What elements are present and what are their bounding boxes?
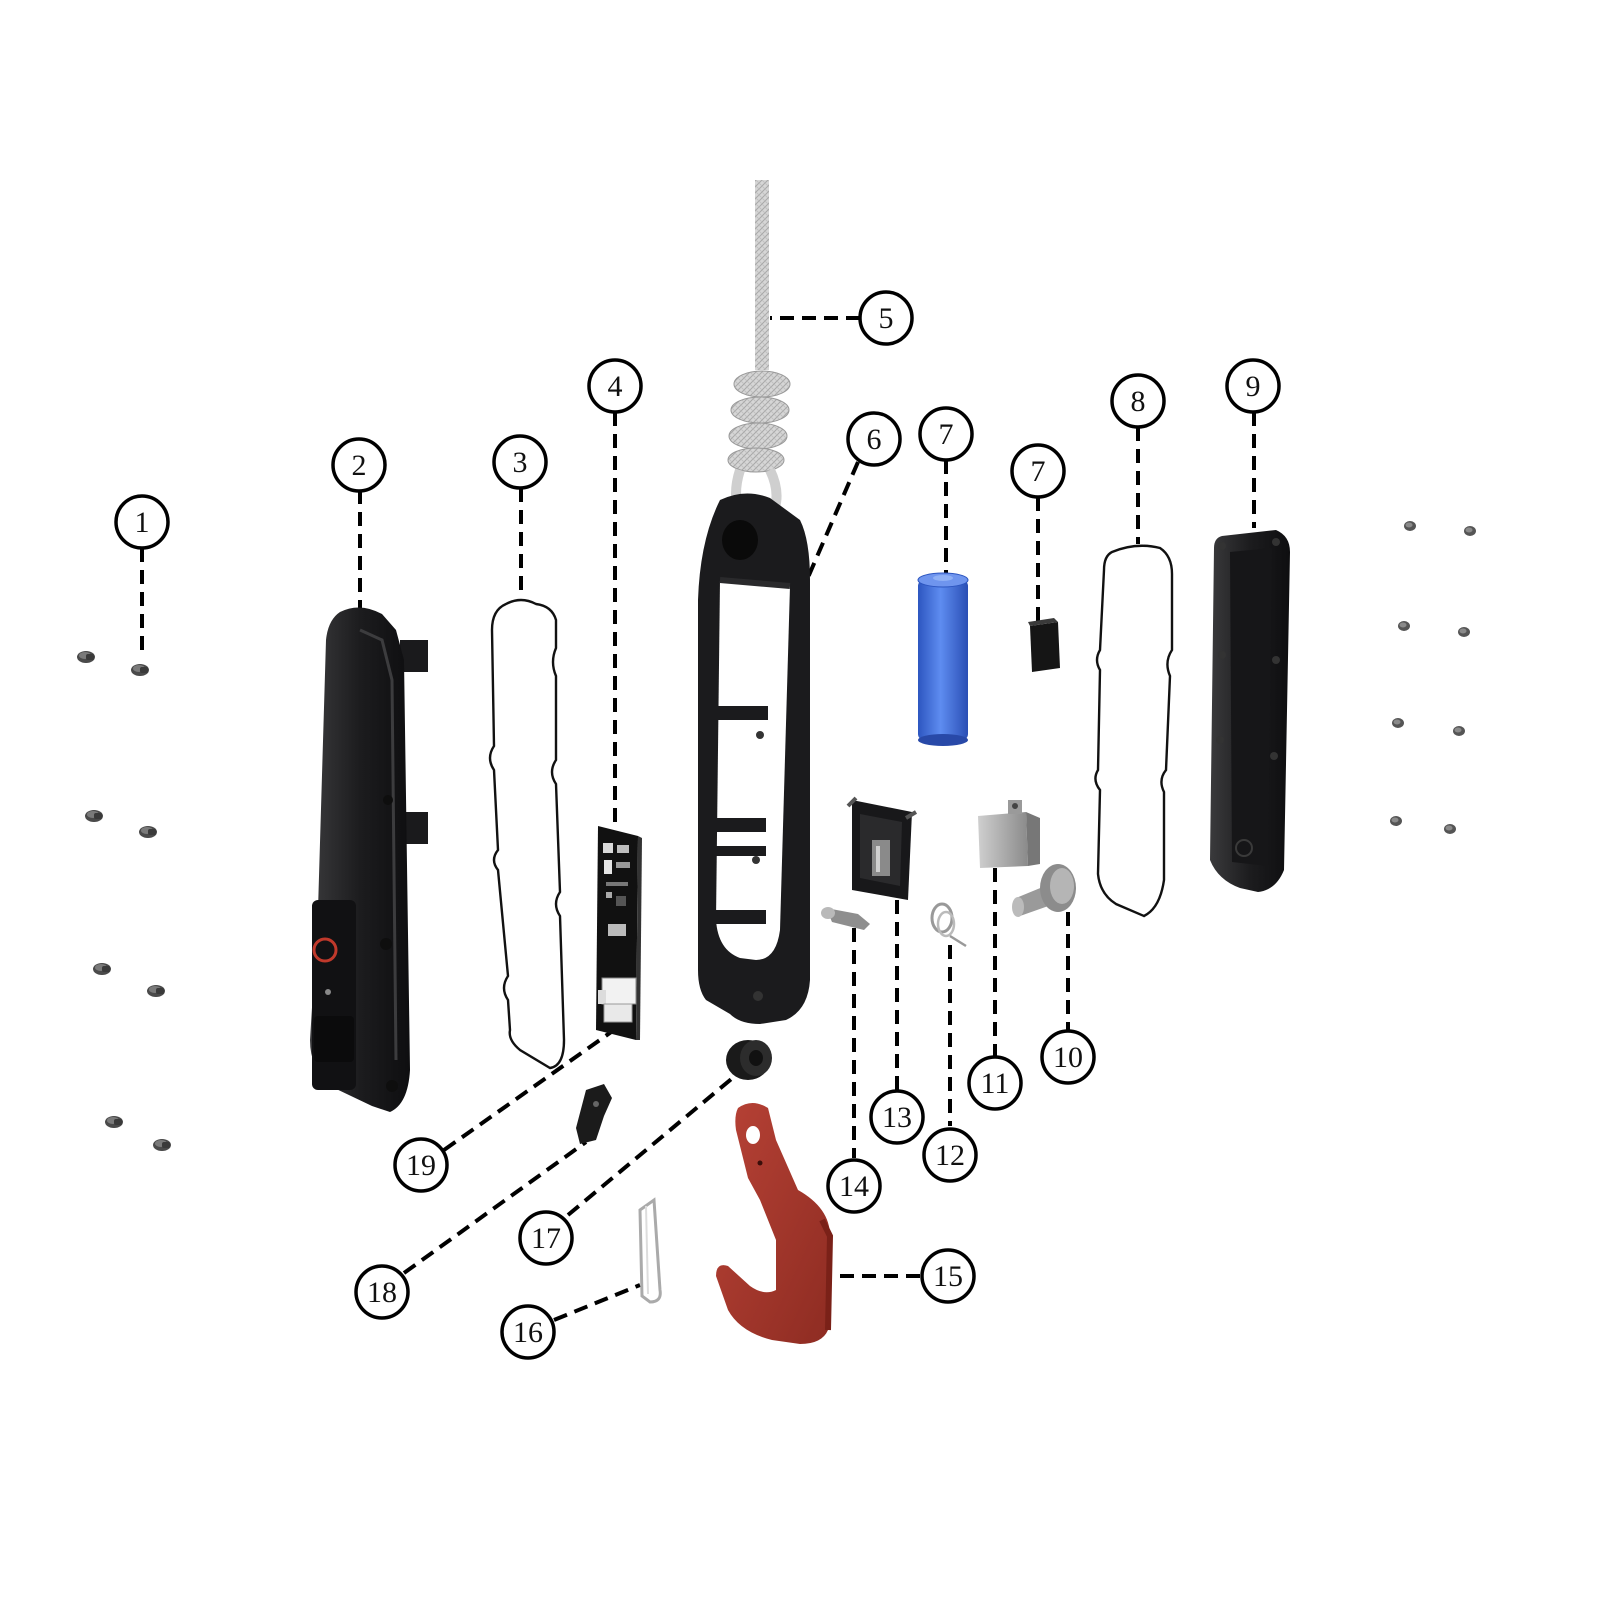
callout-7a-label: 7 <box>939 418 954 451</box>
part-5-rope <box>727 180 791 518</box>
callout-9-label: 9 <box>1246 370 1261 403</box>
callout-3-label: 3 <box>513 446 528 479</box>
leader-lines <box>140 316 1256 1322</box>
part-11-bracket <box>978 800 1040 868</box>
callout-9: 9 <box>1225 358 1281 414</box>
callout-12: 12 <box>922 1127 978 1183</box>
callout-11: 11 <box>967 1055 1023 1111</box>
callout-14: 14 <box>826 1158 882 1214</box>
callout-7a: 7 <box>918 406 974 462</box>
leader-18 <box>402 1140 588 1275</box>
part-7-battery-cell <box>917 572 969 746</box>
callout-8-label: 8 <box>1131 385 1146 418</box>
callout-5: 5 <box>858 290 914 346</box>
callouts: 1 2 3 4 5 6 7 7 8 9 10 11 12 13 14 15 16… <box>114 290 1281 1360</box>
callout-11-label: 11 <box>981 1067 1010 1100</box>
part-16-pin-clip <box>638 1197 662 1304</box>
callout-17-label: 17 <box>531 1222 561 1255</box>
callout-5-label: 5 <box>879 302 894 335</box>
callout-3: 3 <box>492 434 548 490</box>
part-2-front-housing <box>310 607 428 1112</box>
callout-18: 18 <box>354 1264 410 1320</box>
callout-7b: 7 <box>1010 443 1066 499</box>
leader-19 <box>442 1028 616 1152</box>
callout-6: 6 <box>846 411 902 467</box>
callout-8: 8 <box>1110 373 1166 429</box>
part-15-hook <box>716 1103 834 1344</box>
callout-6-label: 6 <box>867 423 882 456</box>
part-4-circuit-board <box>596 826 642 1040</box>
callout-10-label: 10 <box>1053 1041 1083 1074</box>
part-9-back-cover <box>1210 530 1290 892</box>
callout-15-label: 15 <box>933 1260 963 1293</box>
leader-16 <box>553 1283 641 1322</box>
callout-13: 13 <box>869 1089 925 1145</box>
callout-19-label: 19 <box>406 1149 436 1182</box>
part-8-gasket <box>1094 544 1174 918</box>
callout-1-label: 1 <box>135 506 150 539</box>
screws-right <box>1390 521 1476 834</box>
callout-15: 15 <box>920 1248 976 1304</box>
callout-19: 19 <box>393 1137 449 1193</box>
part-17-grommet <box>726 1040 772 1080</box>
part-10-knob <box>1012 864 1076 917</box>
callout-17: 17 <box>518 1210 574 1266</box>
callout-2-label: 2 <box>352 449 367 482</box>
callout-7b-label: 7 <box>1031 455 1046 488</box>
part-7-small-block <box>1028 618 1060 672</box>
callout-14-label: 14 <box>839 1170 869 1203</box>
callout-4: 4 <box>587 358 643 414</box>
callout-12-label: 12 <box>935 1139 965 1172</box>
callout-4-label: 4 <box>608 370 623 403</box>
part-1-screws-left <box>77 651 171 1151</box>
callout-16-label: 16 <box>513 1316 543 1349</box>
callout-1: 1 <box>114 494 170 550</box>
part-3-gasket <box>488 598 566 1070</box>
part-6-main-frame <box>698 493 810 1024</box>
callout-13-label: 13 <box>882 1101 912 1134</box>
callout-18-label: 18 <box>367 1276 397 1309</box>
callout-2: 2 <box>331 437 387 493</box>
part-12-spring <box>930 902 967 948</box>
part-13-holder <box>846 796 918 900</box>
part-14-lever <box>821 907 870 930</box>
leader-17 <box>566 1074 737 1217</box>
callout-10: 10 <box>1040 1029 1096 1085</box>
leader-6 <box>804 461 860 583</box>
callout-16: 16 <box>500 1304 556 1360</box>
part-18-latch <box>576 1084 612 1144</box>
